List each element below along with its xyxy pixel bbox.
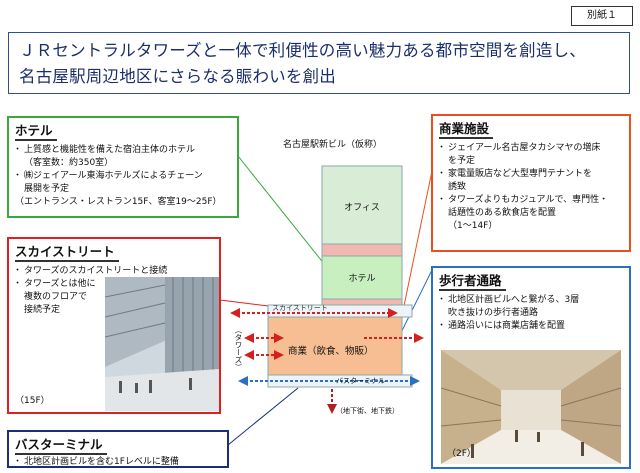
towers-label: （タワーズ）: [234, 326, 243, 371]
headline-line-1: ＪＲセントラルタワーズと一体で利便性の高い魅力ある都市空間を創造し、: [19, 41, 586, 60]
bus-label: バスターミナル: [336, 377, 385, 385]
walkway-list: 北地区計画ビルへと繋がる、3層 吹き抜けの歩行者通路 通路沿いには商業店舗を配置: [437, 294, 623, 333]
bus-terminal-panel: バスターミナル 北地区計画ビルを含む1Fレベルに整備: [7, 430, 229, 469]
mechanical-band-upper: [321, 243, 403, 257]
walkway-title: 歩行者通路: [439, 273, 506, 291]
hotel-label: ホテル: [348, 274, 376, 284]
bus-terminal-item: 北地区計画ビルを含む1Fレベルに整備: [13, 456, 221, 469]
bus-terminal-title: バスターミナル: [15, 437, 107, 455]
skystreet-connector: [219, 299, 269, 307]
hotel-item: （エントランス・レストラン15F、客室19～25F）: [15, 197, 222, 207]
underground-label: （地下街、地下鉄）: [336, 407, 399, 415]
walkway-rendering: [441, 350, 621, 464]
hotel-connector: [237, 155, 326, 266]
commercial-item: 家電量販店など大型専門テナントを: [437, 168, 623, 181]
office-block: [321, 165, 403, 245]
walkway-floor: （2F）: [447, 449, 476, 459]
commercial-item: ジェイアール名古屋タカシマヤの増床: [437, 142, 623, 155]
commercial-item: （1～14F）: [448, 221, 498, 231]
skystreet-title: スカイストリート: [15, 244, 119, 262]
commercial-block: [267, 316, 403, 376]
walkway-panel: 歩行者通路 北地区計画ビルへと繋がる、3層 吹き抜けの歩行者通路 通路沿いには商…: [431, 266, 631, 469]
commercial-title: 商業施設: [439, 121, 494, 139]
hotel-item: （客室数：約350室）: [24, 158, 114, 168]
bus-terminal-list: 北地区計画ビルを含む1Fレベルに整備: [13, 456, 221, 469]
skystreet-item: タワーズのスカイストリートと接続: [13, 265, 213, 278]
commercial-item: タワーズよりもカジュアルで、専門性・: [437, 194, 623, 207]
commercial-item: を予定: [448, 156, 476, 166]
hotel-item: 上質感と機能性を備えた宿泊主体のホテル: [13, 144, 231, 157]
commercial-panel: 商業施設 ジェイアール名古屋タカシマヤの増床 を予定 家電量販店など大型専門テナ…: [431, 114, 631, 252]
skystreet-panel: スカイストリート タワーズのスカイストリートと接続 タワーズとは他に 複数のフロ…: [7, 237, 221, 414]
walkway-item: 吹き抜けの歩行者通路: [448, 308, 539, 318]
headline-line-2: 名古屋駅周辺地区にさらなる賑わいを創出: [19, 67, 336, 86]
hotel-item: ㈱ジェイアール東海ホテルズによるチェーン: [13, 170, 231, 183]
commercial-label: 商業（飲食、物販）: [288, 346, 374, 357]
commercial-item: 誘致: [448, 182, 467, 192]
walkway-item: 通路沿いには商業店舗を配置: [437, 320, 623, 333]
hotel-title: ホテル: [15, 123, 57, 141]
skystreet-floor: （15F）: [15, 396, 50, 406]
hotel-list: 上質感と機能性を備えた宿泊主体のホテル （客室数：約350室） ㈱ジェイアール東…: [13, 144, 231, 209]
commercial-connector: [399, 170, 433, 326]
skystreet-item: タワーズとは他に: [13, 278, 213, 291]
office-label: オフィス: [344, 203, 380, 213]
building-label: 名古屋駅新ビル（仮称）: [283, 140, 383, 150]
skystreet-list: タワーズのスカイストリートと接続 タワーズとは他に 複数のフロアで 接続予定: [13, 265, 213, 317]
walkway-item: 北地区計画ビルへと繋がる、3層: [437, 294, 623, 307]
headline-box: ＪＲセントラルタワーズと一体で利便性の高い魅力ある都市空間を創造し、 名古屋駅周…: [8, 32, 630, 94]
skystreet-item: 複数のフロアで: [24, 292, 88, 302]
commercial-list: ジェイアール名古屋タカシマヤの増床 を予定 家電量販店など大型専門テナントを 誘…: [437, 142, 623, 233]
skystreet-rendering: [105, 277, 219, 411]
skystreet-item: 接続予定: [24, 305, 61, 315]
document-tag: 別紙１: [571, 6, 633, 26]
hotel-panel: ホテル 上質感と機能性を備えた宿泊主体のホテル （客室数：約350室） ㈱ジェイ…: [7, 116, 239, 218]
bus-connector: [227, 387, 299, 446]
skystreet-label: スカイストリート: [272, 304, 328, 312]
commercial-item: 話題性のある飲食店を配置: [448, 208, 557, 218]
hotel-item: 展開を予定: [24, 184, 70, 194]
